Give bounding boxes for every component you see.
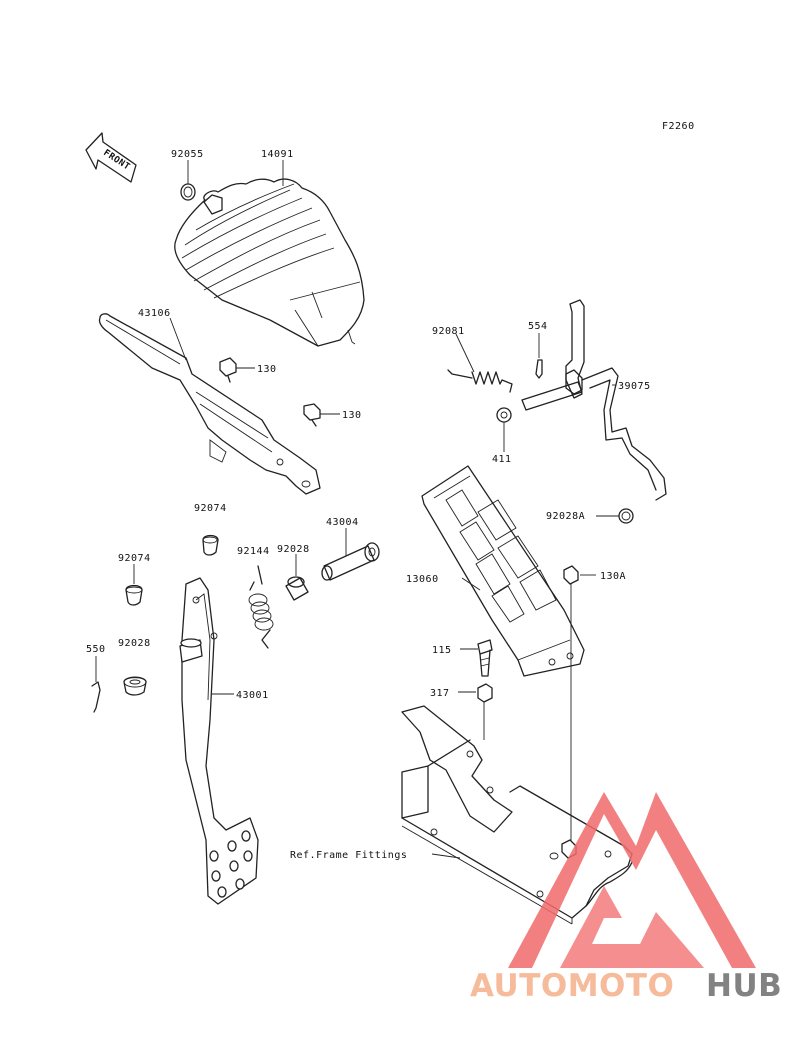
reference-label: Ref.Frame Fittings [290,850,407,861]
watermark-text-automoto: AUTOMOTO [470,968,674,1004]
bushing-92074-upper [202,534,219,556]
spring-92081 [447,333,513,393]
label-92028A: 92028A [546,511,585,522]
label-130A: 130A [600,571,626,582]
spring-92144 [248,565,274,649]
label-43106: 43106 [138,308,171,319]
label-14091: 14091 [261,149,294,160]
brake-pedal-43001 [179,577,259,905]
washer-411 [496,407,512,452]
label-43004: 43004 [326,517,359,528]
bolt-130A [563,565,596,850]
label-115: 115 [432,645,452,656]
label-92144: 92144 [237,546,270,557]
label-411: 411 [492,454,512,465]
label-39075: 39075 [618,381,651,392]
label-317: 317 [430,688,450,699]
pedal-plate-13060 [421,465,585,677]
label-554: 554 [528,321,548,332]
watermark-logo: AUTOMOTO HUB [470,792,782,1004]
collar-92028A [596,508,634,524]
front-arrow-icon: FRONT [85,132,137,183]
shaft-39075 [521,299,667,501]
collar-92028-middle [285,554,309,601]
bushing-92074-lower [125,564,143,606]
collar-92028-lower [123,676,147,696]
label-92081: 92081 [432,326,465,337]
pin-554 [535,333,543,379]
label-43001: 43001 [236,690,269,701]
parking-lever-43106 [98,313,321,495]
label-13060: 13060 [406,574,439,585]
label-130-lower: 130 [342,410,362,421]
label-92074-upper: 92074 [194,503,227,514]
bolt-130-upper [219,357,255,383]
bolt-130-lower [303,403,340,427]
nut-317 [458,683,493,740]
triangle-logo-icon [508,792,756,968]
o-ring-92055 [180,160,196,201]
figure-code: F2260 [662,121,695,132]
pivot-pipe-43004 [321,528,380,581]
label-92074-lower: 92074 [118,553,151,564]
label-92055: 92055 [171,149,204,160]
pin-550 [91,656,101,713]
bolt-115 [460,639,493,677]
label-130-upper: 130 [257,364,277,375]
label-92028-lower: 92028 [118,638,151,649]
watermark-text-hub: HUB [706,968,782,1004]
label-550: 550 [86,644,106,655]
label-92028-middle: 92028 [277,544,310,555]
bellows-boot-14091 [174,160,365,347]
